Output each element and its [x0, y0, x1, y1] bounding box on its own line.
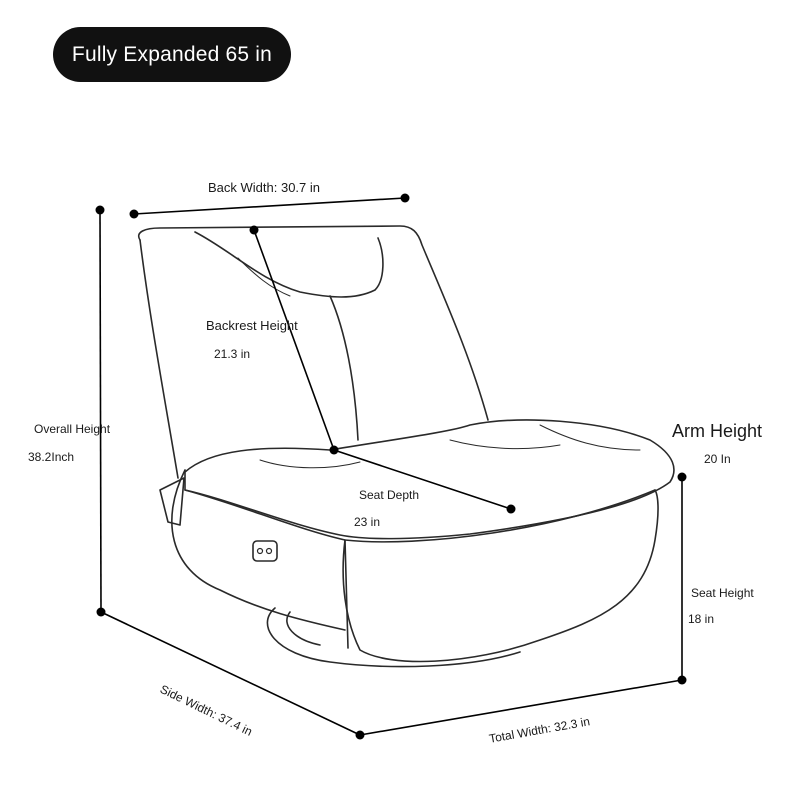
- backrest-height-value: 21.3 in: [214, 347, 251, 361]
- power-button: [252, 540, 278, 562]
- overall-height-value: 38.2Inch: [28, 450, 75, 464]
- dim-dot: [400, 193, 410, 203]
- dim-dot: [677, 675, 687, 685]
- dim-dot: [95, 205, 105, 215]
- dim-dot: [129, 209, 139, 219]
- back-width-line: [133, 197, 406, 215]
- overall-height-label: Overall Height: [34, 422, 111, 436]
- swivel-base: [266, 607, 521, 668]
- front-panel: [342, 489, 659, 663]
- dim-dot: [96, 607, 106, 617]
- badge-text: Fully Expanded 65 in: [71, 42, 273, 66]
- total-width-line: [359, 679, 683, 736]
- dim-dot: [506, 504, 516, 514]
- seat-depth-value: 23 in: [354, 515, 381, 529]
- seat-cushion: [184, 419, 675, 540]
- seat-depth-label: Seat Depth: [359, 488, 420, 502]
- head-cushion: [194, 231, 384, 298]
- expanded-length-badge: Fully Expanded 65 in: [53, 27, 291, 82]
- seat-depth-line: [333, 449, 512, 510]
- seat-height-value: 18 in: [688, 612, 715, 626]
- arm-height-label: Arm Height: [672, 421, 763, 441]
- chair-shell: [171, 469, 346, 631]
- dim-dot: [677, 472, 687, 482]
- back-width-label: Back Width: 30.7 in: [208, 180, 320, 195]
- backrest-height-label: Backrest Height: [206, 318, 298, 333]
- arm-height-value: 20 In: [704, 452, 731, 466]
- seat-height-label: Seat Height: [691, 586, 754, 600]
- backrest-height-line: [253, 229, 335, 451]
- dim-dot: [329, 445, 339, 455]
- side-tab: [159, 477, 185, 526]
- backrest: [138, 225, 489, 421]
- overall-height-line: [99, 209, 102, 613]
- dim-dot: [249, 225, 259, 235]
- side-width-line: [100, 611, 361, 736]
- dim-dot: [355, 730, 365, 740]
